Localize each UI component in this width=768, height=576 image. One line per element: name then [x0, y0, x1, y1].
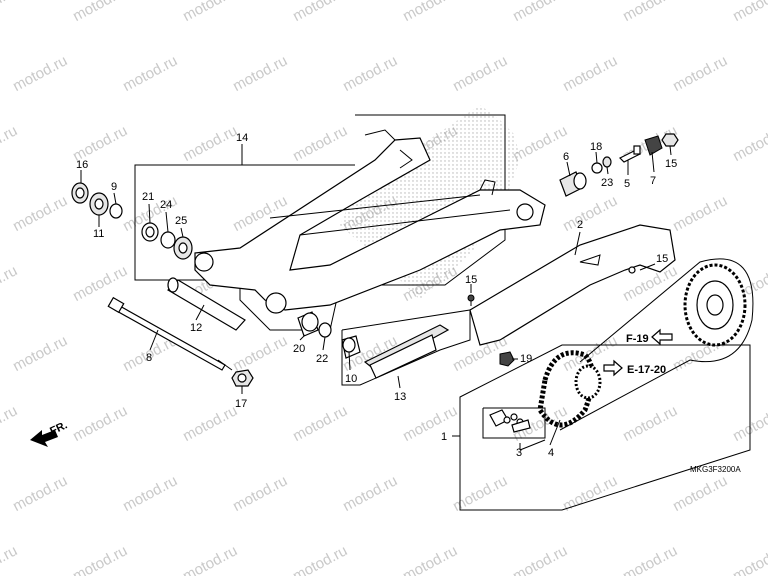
chain-case	[469, 224, 676, 346]
ref-arrow-e1720	[603, 359, 623, 377]
chain-slider	[363, 324, 450, 379]
pivot-collar	[167, 277, 246, 331]
callout-18: 17	[235, 398, 247, 410]
callout-25: 24	[160, 199, 172, 211]
callout-9: 9	[111, 181, 117, 193]
pivot-bushing-and-seal	[297, 311, 332, 338]
callout-22: 21	[142, 191, 154, 203]
joint-group-frame	[482, 407, 546, 439]
ref-label-f19: F-19	[626, 333, 649, 345]
callout-20: 19	[520, 353, 532, 365]
swingarm	[194, 129, 546, 314]
bearing-stack-right	[141, 222, 193, 260]
chain-adjuster	[559, 171, 587, 197]
leader-lines	[80, 144, 672, 451]
chain-joint	[489, 409, 531, 433]
callout-15a: 15	[465, 274, 477, 286]
pivot-bolt	[107, 296, 233, 371]
callout-15b: 15	[656, 253, 668, 265]
callout-23: 22	[316, 353, 328, 365]
pivot-nut	[231, 369, 254, 387]
case-bolts	[467, 294, 515, 367]
callout-16: 15	[665, 158, 677, 170]
part-callouts: 14 16 9 11 21 24 25 12 8 17 20 22 10 13 …	[76, 132, 677, 459]
rear-sprocket	[683, 263, 747, 347]
callout-14: 14	[236, 132, 248, 144]
ref-label-e1720: E-17-20	[627, 364, 666, 376]
ref-arrow-f19	[651, 328, 673, 346]
callout-4: 4	[548, 447, 554, 459]
callout-10: 10	[345, 373, 357, 385]
callout-24: 23	[601, 177, 613, 189]
front-label: FR.	[48, 419, 69, 437]
callout-17: 16	[76, 159, 88, 171]
callout-1: 1	[441, 431, 447, 443]
stopper-nut	[661, 133, 679, 147]
callout-19: 18	[590, 141, 602, 153]
callout-7: 7	[650, 175, 656, 187]
callout-26: 25	[175, 215, 187, 227]
drive-chain	[537, 258, 754, 431]
callout-21: 20	[293, 343, 305, 355]
callout-12: 12	[190, 322, 202, 334]
chain-kit-group-frame	[459, 344, 751, 511]
callout-2: 2	[577, 219, 583, 231]
callout-6: 6	[563, 151, 569, 163]
callout-8: 8	[146, 352, 152, 364]
diagram-code: MKG3F3200A	[690, 465, 741, 474]
callout-5: 5	[624, 178, 630, 190]
adjuster-hardware	[591, 145, 642, 174]
chain-stopper	[644, 135, 663, 156]
slider-collar	[341, 335, 361, 359]
front-arrow-icon	[30, 430, 58, 447]
callout-3: 3	[516, 447, 522, 459]
callout-11: 11	[93, 228, 104, 240]
callout-13: 13	[394, 391, 406, 403]
